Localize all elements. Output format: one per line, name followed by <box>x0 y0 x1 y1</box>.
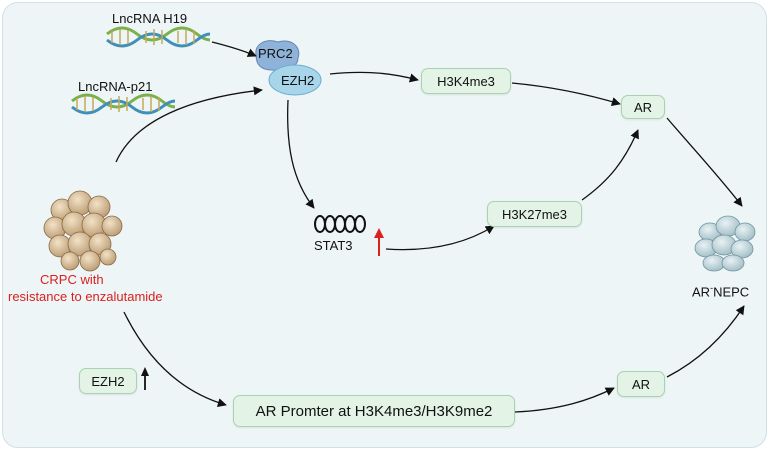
ar-nepc-label-suffix: NEPC <box>713 284 750 300</box>
prc2-label: PRC2 <box>258 46 293 61</box>
ar-top-box: AR <box>621 95 665 119</box>
ezh2-box: EZH2 <box>79 368 137 394</box>
ezh2-complex-label: EZH2 <box>281 73 315 88</box>
nepc-cell-cluster-icon <box>694 215 756 272</box>
red-up-arrow-icon <box>374 228 384 256</box>
arrow-h3k4me3-to-ar <box>511 82 621 107</box>
crpc-label-line1: CRPC with <box>40 272 104 287</box>
arrow-stat3-to-h3k27me3 <box>385 225 495 251</box>
ar-nepc-label-main: AR <box>692 284 711 300</box>
ar-promoter-box: AR Promter at H3K4me3/H3K9me2 <box>233 395 515 427</box>
coil-icon <box>314 215 366 233</box>
arrow-h19-to-prc2 <box>211 41 257 57</box>
ar-bottom-box: AR <box>617 371 665 397</box>
arrow-crpc-to-ezh2 <box>115 86 263 163</box>
lncrna-h19-label: LncRNA H19 <box>112 11 188 26</box>
arrow-ar-to-nepc <box>666 117 743 207</box>
arrow-ar-to-nepc-bottom <box>666 305 745 378</box>
crpc-label-line2: resistance to enzalutamide <box>8 289 163 304</box>
dna-helix-icon <box>106 26 211 48</box>
arrow-h3k27me3-to-ar <box>581 129 639 201</box>
black-up-arrow-icon <box>141 367 149 390</box>
ar-nepc-label: AR-NEPC <box>692 280 749 300</box>
ar-nepc-label-superscript: - <box>710 283 714 293</box>
dna-helix-icon <box>71 93 176 115</box>
arrow-ezh2-to-h3k4me3 <box>329 71 419 83</box>
prc2-ezh2-complex-icon <box>255 40 322 96</box>
arrow-crpc-to-ar-promoter <box>123 311 227 408</box>
stat3-label: STAT3 <box>314 238 353 253</box>
h3k27me3-box: H3K27me3 <box>487 201 582 227</box>
arrow-ezh2-to-stat3 <box>287 99 315 209</box>
arrow-promoter-to-ar <box>514 387 615 413</box>
tumor-cell-cluster-icon <box>43 190 123 272</box>
lncrna-p21-label: LncRNA-p21 <box>78 79 153 94</box>
h3k4me3-box: H3K4me3 <box>421 68 511 94</box>
